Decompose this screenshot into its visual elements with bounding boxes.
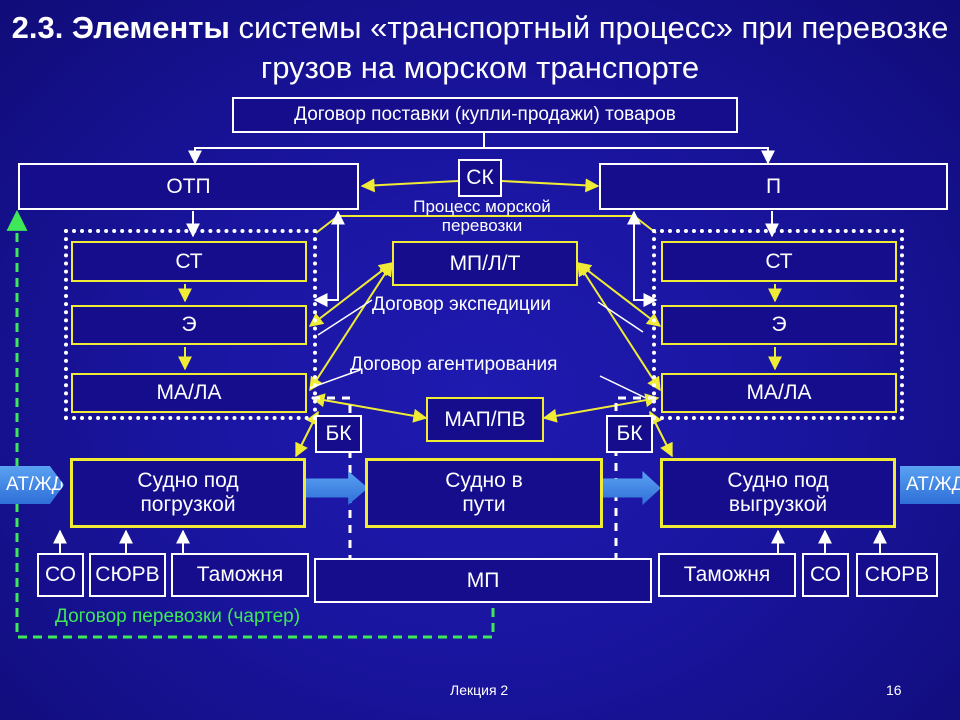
mp-box: МП — [314, 558, 652, 603]
sk-box: СК — [458, 159, 502, 197]
mappv-left-arrow — [310, 393, 428, 423]
mplt-mala-right-arrow — [577, 261, 661, 392]
siurv-left-box: СЮРВ — [89, 553, 166, 597]
co-left-box: СО — [37, 553, 84, 597]
st-left-box: СТ — [71, 241, 307, 282]
sk-otp-arrow — [360, 178, 459, 193]
bus-to-st-left — [315, 215, 339, 234]
p-box: П — [599, 163, 948, 210]
bk-left-box: БК — [315, 415, 362, 453]
ship-unloading-box: Судно под выгрузкой — [660, 458, 896, 528]
page-number: 16 — [886, 682, 902, 698]
mplt-mala-left-arrow — [309, 261, 393, 392]
expedition-line-right — [597, 301, 644, 333]
at-left-arrow: АТ/ЖД — [0, 466, 64, 504]
mappv-box: МАП/ПВ — [426, 397, 544, 442]
page-title: 2.3. Элементы системы «транспортный проц… — [0, 8, 960, 88]
supply-contract-box: Договор поставки (купли-продажи) товаров — [232, 97, 738, 133]
siurv-right-box: СЮРВ — [856, 553, 938, 597]
agency-label: Договор агентирования — [350, 354, 558, 375]
ship-loading-box: Судно под погрузкой — [70, 458, 306, 528]
agency-line-left — [309, 369, 361, 389]
title-lead: 2.3. Элементы — [11, 10, 230, 45]
otp-box: ОТП — [18, 163, 359, 210]
right-agents-group — [652, 229, 904, 420]
process-label: Процесс морской перевозки — [413, 197, 551, 235]
bk-right-box: БК — [606, 415, 653, 453]
agency-line-right — [599, 375, 651, 401]
expedition-line-left — [317, 299, 373, 336]
mala-left-box: МА/ЛА — [71, 373, 307, 413]
bus-down-left-arrow — [313, 225, 339, 307]
mplt-box: МП/Л/Т — [392, 241, 578, 286]
sk-p-arrow — [501, 178, 600, 193]
expedition-label: Договор экспедиции — [372, 294, 551, 315]
title-rest: системы «транспортный процесс» при перев… — [229, 10, 949, 85]
customs-right-box: Таможня — [658, 553, 796, 597]
mala-right-box: МА/ЛА — [661, 373, 897, 413]
st-right-box: СТ — [661, 241, 897, 282]
mappv-right-arrow — [542, 393, 660, 423]
e-right-box: Э — [661, 305, 897, 345]
supply-to-otp-arrow — [188, 133, 485, 165]
e-left-box: Э — [71, 305, 307, 345]
ship-transit-box: Судно в пути — [365, 458, 603, 528]
customs-left-box: Таможня — [171, 553, 309, 597]
charter-label: Договор перевозки (чартер) — [55, 606, 301, 627]
lecture-label: Лекция 2 — [450, 682, 509, 698]
co-right-box: СО — [802, 553, 849, 597]
left-agents-group — [64, 229, 317, 420]
supply-to-p-arrow — [484, 147, 775, 165]
at-right-arrow: АТ/ЖД — [900, 466, 960, 504]
